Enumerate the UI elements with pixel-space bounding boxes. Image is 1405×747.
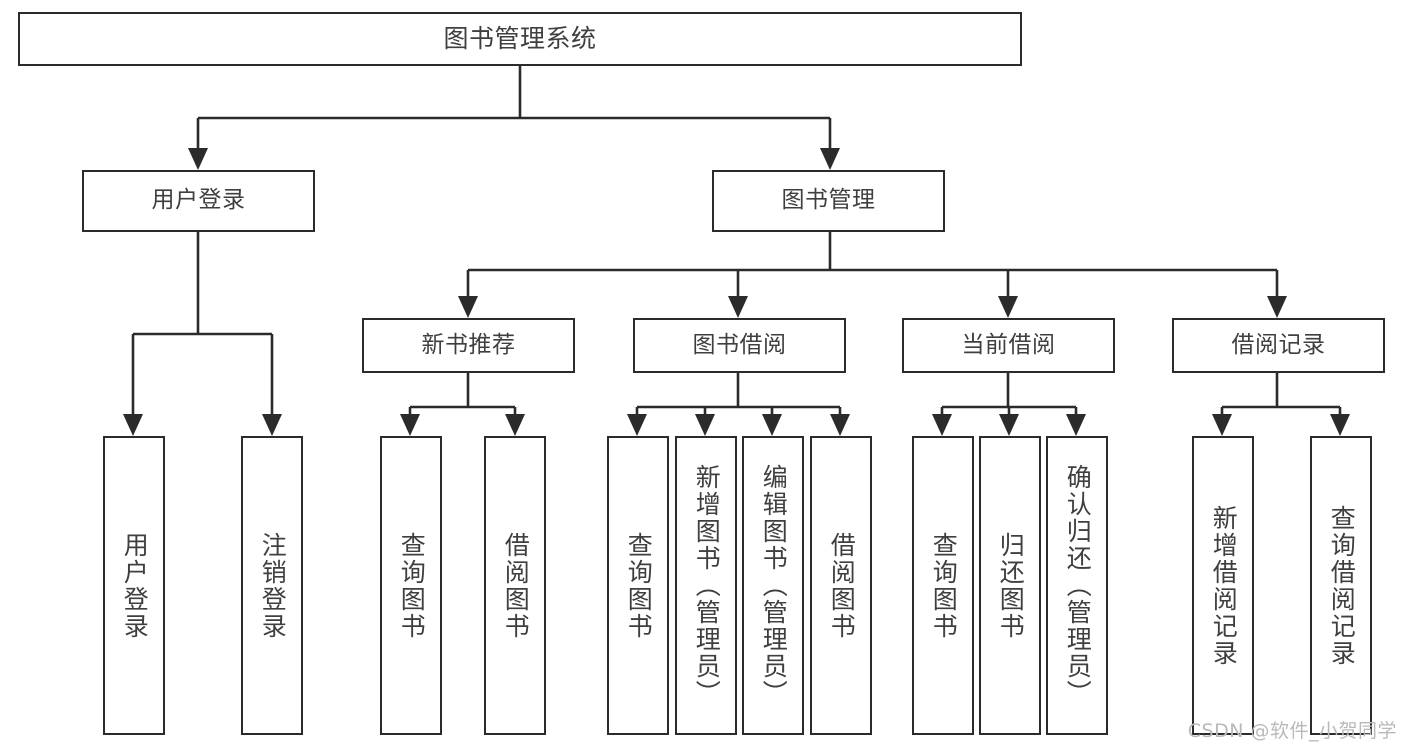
node-leaf-query-book-1-label: 查询图书 xyxy=(397,531,427,640)
node-leaf-add-record-label: 新增借阅记录 xyxy=(1209,504,1239,667)
node-leaf-edit-book[interactable]: 编辑图书（管理员） xyxy=(742,436,804,735)
node-leaf-user-logout-label: 注销登录 xyxy=(258,531,288,640)
node-user-login-label: 用户登录 xyxy=(151,187,246,214)
arrow-to-current-borrow xyxy=(998,296,1018,318)
node-leaf-borrow-book-1[interactable]: 借阅图书 xyxy=(484,436,546,735)
arrow-leaf-borrow-book-1 xyxy=(505,414,525,436)
arrow-leaf-user-logout xyxy=(262,414,282,436)
node-user-login[interactable]: 用户登录 xyxy=(82,170,315,232)
node-current-borrow[interactable]: 当前借阅 xyxy=(902,318,1115,373)
arrow-leaf-query-book-2 xyxy=(627,414,647,436)
node-borrow-record[interactable]: 借阅记录 xyxy=(1172,318,1385,373)
node-leaf-add-book[interactable]: 新增图书（管理员） xyxy=(675,436,737,735)
node-root-label: 图书管理系统 xyxy=(443,24,597,54)
arrow-to-book-management xyxy=(820,148,840,170)
arrow-leaf-query-record xyxy=(1330,414,1350,436)
node-leaf-borrow-book-2-label: 借阅图书 xyxy=(827,531,857,640)
arrow-leaf-add-record xyxy=(1212,414,1232,436)
arrow-leaf-query-book-1 xyxy=(400,414,420,436)
arrow-to-book-borrow xyxy=(728,296,748,318)
node-leaf-borrow-book-2[interactable]: 借阅图书 xyxy=(810,436,872,735)
node-new-book-recommend-label: 新书推荐 xyxy=(421,331,516,358)
watermark: CSDN @软件_小贺同学 xyxy=(1187,720,1397,742)
node-leaf-return-book[interactable]: 归还图书 xyxy=(979,436,1041,735)
node-root[interactable]: 图书管理系统 xyxy=(18,12,1022,66)
node-leaf-user-login[interactable]: 用户登录 xyxy=(103,436,165,735)
node-borrow-record-label: 借阅记录 xyxy=(1231,331,1326,358)
node-leaf-query-record[interactable]: 查询借阅记录 xyxy=(1310,436,1372,735)
node-leaf-confirm-return[interactable]: 确认归还（管理员） xyxy=(1046,436,1108,735)
arrow-leaf-return-book xyxy=(999,414,1019,436)
node-leaf-query-book-1[interactable]: 查询图书 xyxy=(380,436,442,735)
node-leaf-borrow-book-1-label: 借阅图书 xyxy=(501,531,531,640)
node-leaf-query-book-2[interactable]: 查询图书 xyxy=(607,436,669,735)
node-leaf-query-book-3[interactable]: 查询图书 xyxy=(912,436,974,735)
node-book-borrow-label: 图书借阅 xyxy=(692,331,787,358)
node-leaf-query-record-label: 查询借阅记录 xyxy=(1327,504,1357,667)
arrow-to-new-book-recommend xyxy=(458,296,478,318)
arrow-leaf-query-book-3 xyxy=(932,414,952,436)
arrow-leaf-add-book xyxy=(695,414,715,436)
node-current-borrow-label: 当前借阅 xyxy=(961,331,1056,358)
arrow-leaf-user-login xyxy=(123,414,143,436)
node-new-book-recommend[interactable]: 新书推荐 xyxy=(362,318,575,373)
arrow-leaf-edit-book xyxy=(762,414,782,436)
node-book-management-label: 图书管理 xyxy=(781,187,876,214)
node-leaf-edit-book-label: 编辑图书（管理员） xyxy=(759,464,789,707)
node-book-borrow[interactable]: 图书借阅 xyxy=(633,318,846,373)
node-leaf-query-book-3-label: 查询图书 xyxy=(929,531,959,640)
node-book-management[interactable]: 图书管理 xyxy=(712,170,945,232)
arrow-to-user-login xyxy=(188,148,208,170)
arrow-leaf-borrow-book-2 xyxy=(830,414,850,436)
node-leaf-user-login-label: 用户登录 xyxy=(120,531,150,640)
arrow-to-borrow-record xyxy=(1267,296,1287,318)
node-leaf-user-logout[interactable]: 注销登录 xyxy=(241,436,303,735)
arrow-leaf-confirm-return xyxy=(1066,414,1086,436)
node-leaf-confirm-return-label: 确认归还（管理员） xyxy=(1063,464,1093,707)
node-leaf-add-book-label: 新增图书（管理员） xyxy=(692,464,722,707)
node-leaf-return-book-label: 归还图书 xyxy=(996,531,1026,640)
node-leaf-query-book-2-label: 查询图书 xyxy=(624,531,654,640)
node-leaf-add-record[interactable]: 新增借阅记录 xyxy=(1192,436,1254,735)
